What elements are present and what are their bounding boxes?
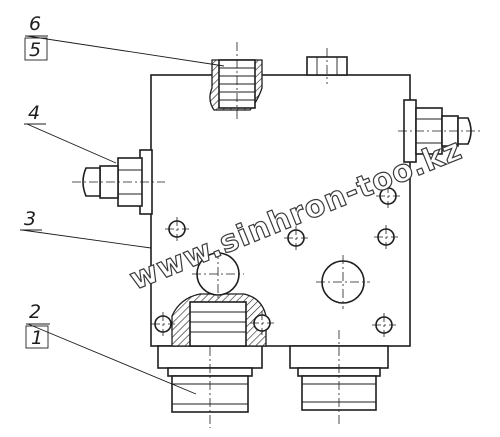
left-fitting — [72, 149, 165, 215]
bottom-left-port — [157, 330, 263, 428]
callout-1: 1 — [25, 325, 49, 349]
leader-lines — [20, 35, 225, 395]
svg-text:4: 4 — [28, 102, 40, 124]
callout-6: 6 — [29, 13, 41, 35]
svg-text:6: 6 — [29, 13, 41, 35]
top-port-plug-section — [209, 42, 263, 122]
svg-text:2: 2 — [29, 301, 41, 323]
bottom-bore-section — [171, 250, 267, 347]
callout-4: 4 — [28, 102, 40, 124]
watermark-text: www.sinhron-too.kz — [125, 132, 467, 297]
bottom-right-port — [289, 330, 389, 426]
callout-5: 5 — [24, 37, 48, 61]
callout-2: 2 — [29, 301, 41, 323]
right-fitting — [398, 99, 482, 163]
svg-text:3: 3 — [24, 208, 36, 230]
svg-text:5: 5 — [29, 39, 41, 61]
top-right-port — [306, 48, 348, 84]
svg-text:1: 1 — [31, 327, 43, 349]
callout-3: 3 — [24, 208, 36, 230]
face-holes — [151, 184, 400, 337]
